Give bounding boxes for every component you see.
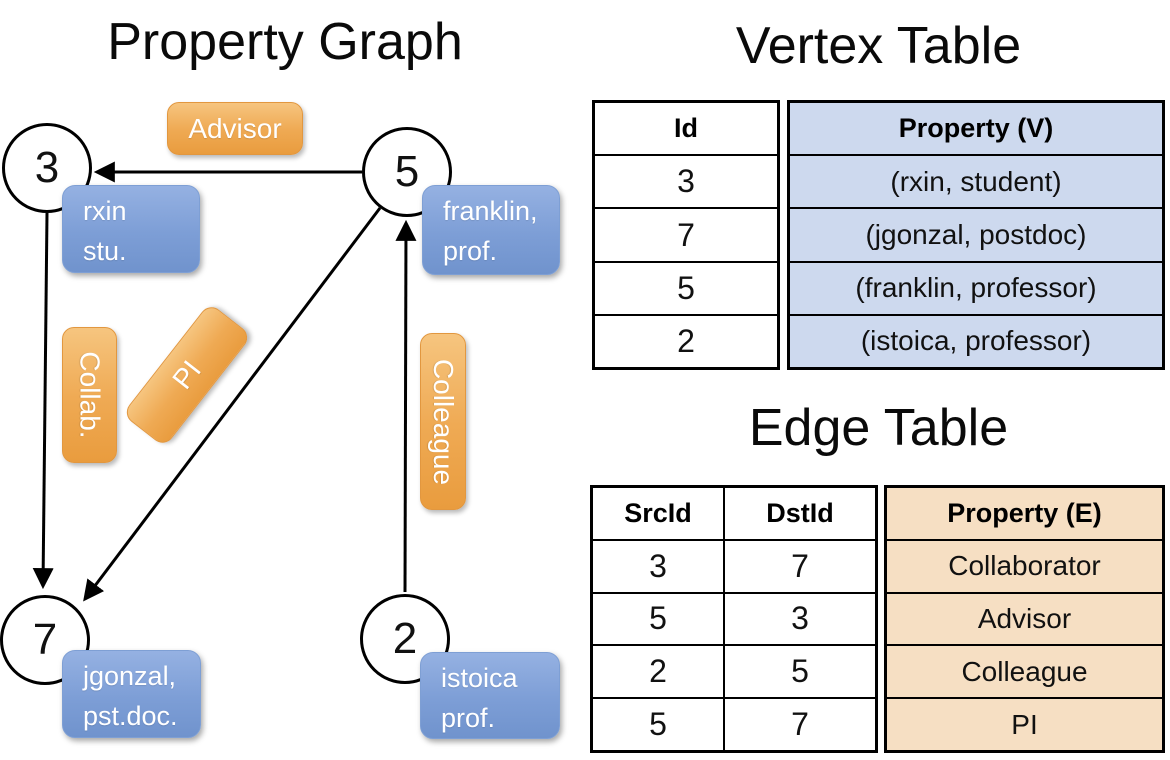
edge-table-property-cell: PI <box>887 697 1162 750</box>
vertex-table-property-cell: (istoica, professor) <box>790 313 1162 367</box>
edge-table-property-column: Property (E) Collaborator Advisor Collea… <box>884 485 1165 753</box>
edge-table-property-cell: Advisor <box>887 591 1162 645</box>
edge-table-dstid-cell: 7 <box>725 538 875 592</box>
edge-table-dstid-cell: 7 <box>725 697 875 750</box>
vertex-table-id-cell: 7 <box>595 207 777 260</box>
edge-table-property-cell: Collaborator <box>887 538 1162 592</box>
vertex-label-istoica-line2: prof. <box>441 703 496 733</box>
edge-label-collab: Collab. <box>62 327 117 463</box>
vertex-label-rxin: rxin stu. <box>62 185 200 273</box>
vertex-table-property-cell: (rxin, student) <box>790 154 1162 207</box>
edge-table-srcid-cell: 5 <box>593 591 723 645</box>
node-5: 5 <box>362 127 452 217</box>
vertex-label-jgonzal: jgonzal, pst.doc. <box>62 650 201 738</box>
vertex-table-id-cell: 2 <box>595 313 777 367</box>
node-5-id: 5 <box>394 147 420 196</box>
vertex-table-header-property: Property (V) <box>898 113 1054 144</box>
edge-table-header-dstid: DstId <box>766 497 834 528</box>
vertex-label-franklin-line1: franklin, <box>443 196 538 226</box>
vertex-label-jgonzal-line2: pst.doc. <box>83 701 178 731</box>
vertex-table-id-cell: 5 <box>595 260 777 314</box>
edge-label-pi-text: PI <box>166 354 207 395</box>
edge-table-header-property: Property (E) <box>947 497 1102 528</box>
node-2: 2 <box>360 594 450 684</box>
vertex-table-id-column: Id 3 7 5 2 <box>592 100 780 370</box>
node-3-id: 3 <box>34 143 60 192</box>
edge-table-header-srcid: SrcId <box>624 497 692 528</box>
edge-label-advisor-text: Advisor <box>188 112 282 144</box>
edge-table-property-cell: Colleague <box>887 644 1162 697</box>
edge-table-dstid-cell: 5 <box>725 644 875 697</box>
vertex-label-franklin-line2: prof. <box>443 236 498 266</box>
edge-table-dstid-cell: 3 <box>725 591 875 645</box>
vertex-label-jgonzal-line1: jgonzal, <box>83 661 177 691</box>
edge-pi-5-to-7 <box>83 207 382 602</box>
edge-colleague-2-to-5 <box>395 219 417 593</box>
vertex-table-property-cell: (franklin, professor) <box>790 260 1162 314</box>
vertex-label-rxin-line2: stu. <box>83 236 127 266</box>
vertex-label-istoica-line1: istoica <box>441 663 518 693</box>
edge-label-colleague: Colleague <box>420 333 466 510</box>
vertex-table-property-column: Property (V) (rxin, student) (jgonzal, p… <box>787 100 1165 370</box>
property-graph-title: Property Graph <box>107 13 463 71</box>
edge-table-title: Edge Table <box>748 399 1009 457</box>
node-2-id: 2 <box>392 614 418 663</box>
vertex-table-id-cell: 3 <box>595 154 777 207</box>
vertex-label-rxin-line1: rxin <box>83 196 127 226</box>
edge-collab-3-to-7 <box>32 212 54 590</box>
edge-table-srcid-cell: 2 <box>593 644 723 697</box>
edge-label-colleague-text: Colleague <box>428 358 460 485</box>
vertex-label-franklin: franklin, prof. <box>422 185 560 275</box>
edge-label-advisor: Advisor <box>167 102 303 155</box>
vertex-label-istoica: istoica prof. <box>420 652 560 739</box>
edge-label-collab-text: Collab. <box>74 351 106 439</box>
vertex-table-title: Vertex Table <box>735 17 1022 75</box>
edge-table-srcid-cell: 5 <box>593 697 723 750</box>
vertex-table-property-cell: (jgonzal, postdoc) <box>790 207 1162 260</box>
edge-table-srcid-cell: 3 <box>593 538 723 592</box>
vertex-table-header-id: Id <box>674 113 698 144</box>
node-7-id: 7 <box>32 615 58 664</box>
graph-edges-layer <box>32 161 417 602</box>
edge-table-id-columns: SrcId 3 5 2 5 DstId 7 3 5 7 <box>590 485 878 753</box>
